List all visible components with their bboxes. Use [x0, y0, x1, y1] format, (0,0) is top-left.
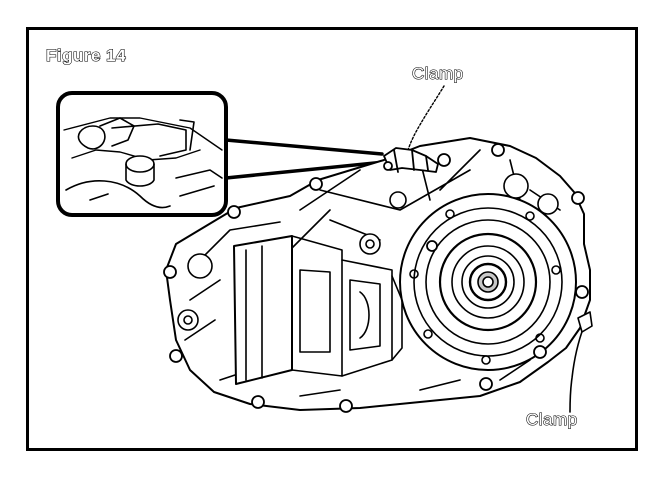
figure-title: Figure 14: [45, 45, 127, 65]
top-clamp-leader: [407, 85, 445, 151]
inset-leader-upper: [224, 138, 384, 156]
perimeter-bolts: [163, 143, 589, 413]
inset-leader-lower: [224, 160, 386, 180]
shift-motor-actuator: [233, 235, 403, 385]
output-flange: [399, 193, 577, 371]
bottom-clamp-leader: [569, 325, 585, 413]
clamp-label-top: Clamp: [411, 63, 464, 83]
clamp-label-bottom: Clamp: [525, 409, 578, 429]
figure-border: [26, 27, 638, 451]
bottom-clamp: [577, 311, 593, 333]
top-clamp: [383, 147, 439, 173]
inset-detail-view: [56, 91, 228, 217]
housing-bosses: [177, 173, 559, 331]
